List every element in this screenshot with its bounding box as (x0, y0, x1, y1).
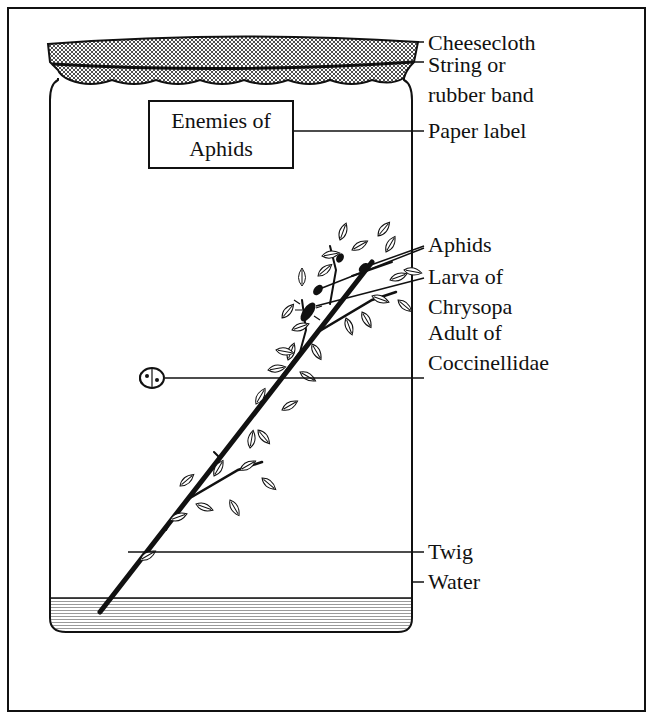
leaf (337, 222, 350, 241)
leaf (309, 342, 324, 361)
leaf (238, 458, 257, 473)
leaf (255, 428, 272, 446)
coccinellid-adult (139, 368, 164, 388)
leaf (178, 472, 196, 489)
leaf (253, 387, 268, 406)
chrysopa-larva (294, 300, 322, 324)
leaf (211, 459, 226, 478)
leaf (138, 548, 157, 563)
frame (8, 8, 645, 711)
leaf (275, 347, 294, 357)
part-label: Paper label (428, 116, 628, 146)
cheesecloth (48, 36, 418, 84)
leaf (375, 220, 392, 238)
leaf (195, 501, 214, 514)
twig (100, 246, 396, 612)
part-label: String or rubber band (428, 50, 556, 109)
jar-body (50, 78, 412, 632)
leaf (291, 321, 310, 334)
leaf (279, 302, 296, 320)
leaf (247, 430, 257, 449)
part-label: Larva of Chrysopa (428, 262, 528, 321)
leaf (298, 369, 317, 384)
leaf (316, 262, 334, 279)
aphids (311, 252, 371, 297)
leaf (383, 235, 398, 254)
paper-label-box: Enemies of Aphids (148, 100, 294, 169)
part-label: Aphids (428, 230, 628, 260)
part-label: Adult of Coccinellidae (428, 318, 578, 377)
part-label: Twig (428, 537, 628, 567)
leaf (371, 293, 390, 306)
leaf (267, 363, 286, 373)
leaves (138, 220, 422, 563)
leaf (359, 310, 374, 329)
leaf (280, 398, 299, 413)
label-text: Enemies of Aphids (158, 107, 284, 162)
leaf (343, 317, 356, 336)
part-label: Water (428, 567, 628, 597)
leaf (227, 498, 242, 517)
leader-lines (128, 42, 424, 582)
leaf (396, 297, 414, 314)
leaf (350, 238, 369, 253)
leaf (403, 267, 422, 277)
leaf (260, 475, 278, 492)
leaf (389, 271, 408, 284)
leaf (299, 268, 306, 286)
string (52, 62, 414, 69)
leaf (169, 511, 188, 524)
